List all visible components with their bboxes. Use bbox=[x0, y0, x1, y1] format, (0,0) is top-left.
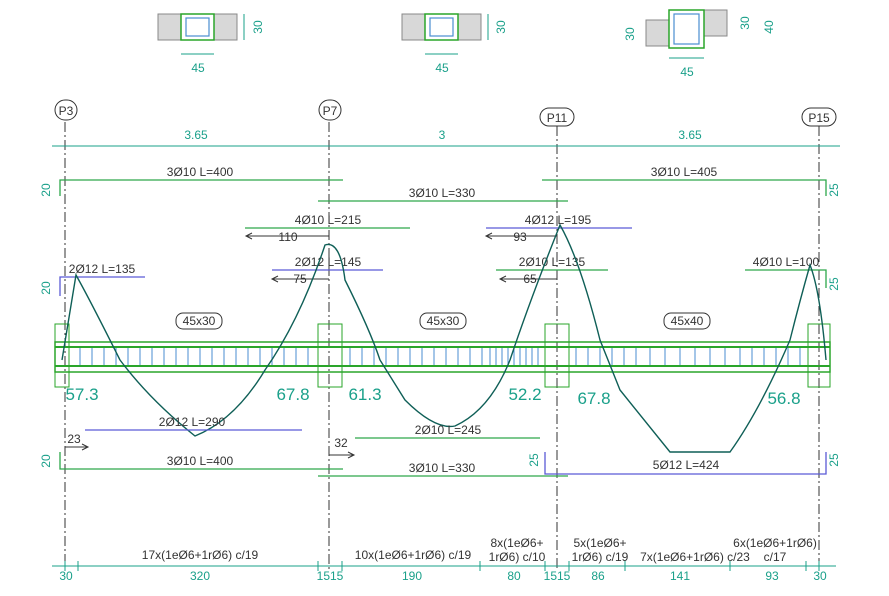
column-tags: P3 P7 P11 P15 bbox=[54, 99, 837, 127]
column-p11: P11 bbox=[547, 111, 568, 125]
bottom-anchor-mid: 25 bbox=[527, 453, 541, 467]
stirrup-6-line2: c/17 bbox=[764, 550, 787, 564]
section-3-height-right-b: 40 bbox=[762, 20, 776, 34]
moment-envelope bbox=[61, 223, 827, 453]
span-section-3: 45x40 bbox=[671, 314, 704, 328]
stirrup-1: 17x(1eØ6+1rØ6) c/19 bbox=[142, 548, 259, 562]
bdim-30-right: 30 bbox=[813, 569, 827, 583]
stirrup-5: 7x(1eØ6+1rØ6) c/23 bbox=[640, 550, 750, 564]
neg-bar-3: 2Ø12 L=145 bbox=[295, 255, 362, 269]
top-bar-1: 3Ø10 L=400 bbox=[167, 165, 234, 179]
span-section-tags: 45x30 45x30 45x40 bbox=[175, 312, 711, 330]
beam-body bbox=[54, 323, 831, 388]
bdim-1515-a: 1515 bbox=[317, 569, 344, 583]
ext-23: 23 bbox=[67, 432, 81, 446]
ext-110: 110 bbox=[278, 230, 297, 244]
span-2: 3 bbox=[439, 128, 446, 142]
bdim-93: 93 bbox=[765, 569, 779, 583]
top-bar-3: 3Ø10 L=405 bbox=[651, 165, 718, 179]
neg-bar-6: 4Ø10 L=100 bbox=[753, 255, 820, 269]
stirrup-2: 10x(1eØ6+1rØ6) c/19 bbox=[355, 548, 472, 562]
section-1-width: 45 bbox=[191, 61, 205, 75]
ext-75: 75 bbox=[293, 272, 307, 286]
stirrup-4-line1: 5x(1eØ6+ bbox=[573, 536, 626, 550]
top-continuous-bars bbox=[59, 179, 827, 202]
stirrup-6-line1: 6x(1eØ6+1rØ6) bbox=[733, 536, 817, 550]
top-anchor-left-1: 20 bbox=[39, 183, 53, 197]
moment-1: 57.3 bbox=[65, 385, 98, 404]
moment-5: 67.8 bbox=[577, 389, 610, 408]
ext-32: 32 bbox=[334, 436, 348, 450]
neg-bar-1: 2Ø12 L=135 bbox=[69, 262, 136, 276]
top-bar-2: 3Ø10 L=330 bbox=[409, 186, 476, 200]
bdim-1515-b: 1515 bbox=[544, 569, 571, 583]
bottom-anchor-right: 25 bbox=[827, 453, 841, 467]
bdim-86: 86 bbox=[591, 569, 605, 583]
bottom-bar-1: 2Ø12 L=290 bbox=[159, 415, 226, 429]
neg-bar-2: 4Ø10 L=215 bbox=[295, 213, 362, 227]
span-1: 3.65 bbox=[184, 128, 208, 142]
stirrup-4-line2: 1rØ6) c/19 bbox=[572, 550, 629, 564]
column-p7: P7 bbox=[323, 104, 338, 118]
ext-65: 65 bbox=[523, 272, 537, 286]
section-3-height-right-a: 30 bbox=[738, 16, 752, 30]
section-1: 45 30 bbox=[157, 13, 265, 75]
span-dimensions: 3.65 3 3.65 bbox=[52, 128, 840, 147]
bottom-bars bbox=[59, 429, 827, 477]
bdim-30-left: 30 bbox=[59, 569, 73, 583]
ext-93: 93 bbox=[513, 230, 527, 244]
bottom-cont-2: 3Ø10 L=330 bbox=[409, 461, 476, 475]
span-section-1: 45x30 bbox=[183, 314, 216, 328]
bdim-141: 141 bbox=[670, 569, 690, 583]
section-2-height: 30 bbox=[494, 20, 508, 34]
bottom-bar-3: 5Ø12 L=424 bbox=[653, 458, 720, 472]
section-3: 45 30 30 40 bbox=[623, 9, 776, 79]
top-anchor-right-1: 25 bbox=[827, 183, 841, 197]
column-p15: P15 bbox=[808, 111, 830, 125]
negative-bars bbox=[59, 227, 827, 296]
neg-bar-4: 4Ø12 L=195 bbox=[525, 213, 592, 227]
span-3: 3.65 bbox=[678, 128, 702, 142]
moment-4: 52.2 bbox=[508, 385, 541, 404]
extension-arrows bbox=[65, 232, 557, 459]
stirrup-3-line1: 8x(1eØ6+ bbox=[490, 536, 543, 550]
top-anchor-left-2: 20 bbox=[39, 281, 53, 295]
bottom-cont-1: 3Ø10 L=400 bbox=[167, 454, 234, 468]
span-section-2: 45x30 bbox=[427, 314, 460, 328]
bdim-80: 80 bbox=[507, 569, 521, 583]
bdim-190: 190 bbox=[402, 569, 422, 583]
bottom-bar-2: 2Ø10 L=245 bbox=[415, 423, 482, 437]
moment-6: 56.8 bbox=[767, 389, 800, 408]
bottom-dimension-line bbox=[52, 561, 836, 571]
moment-2: 67.8 bbox=[276, 385, 309, 404]
section-1-height: 30 bbox=[251, 20, 265, 34]
section-2-width: 45 bbox=[435, 61, 449, 75]
section-2: 45 30 bbox=[401, 13, 508, 75]
section-3-height-left: 30 bbox=[623, 27, 637, 41]
bottom-anchor-left: 20 bbox=[39, 454, 53, 468]
bdim-320: 320 bbox=[190, 569, 210, 583]
moment-3: 61.3 bbox=[348, 385, 381, 404]
top-anchor-right-2: 25 bbox=[827, 277, 841, 291]
neg-bar-5: 2Ø10 L=135 bbox=[519, 255, 586, 269]
section-3-width: 45 bbox=[680, 65, 694, 79]
stirrup-3-line2: 1rØ6) c/10 bbox=[489, 550, 546, 564]
column-p3: P3 bbox=[59, 104, 74, 118]
